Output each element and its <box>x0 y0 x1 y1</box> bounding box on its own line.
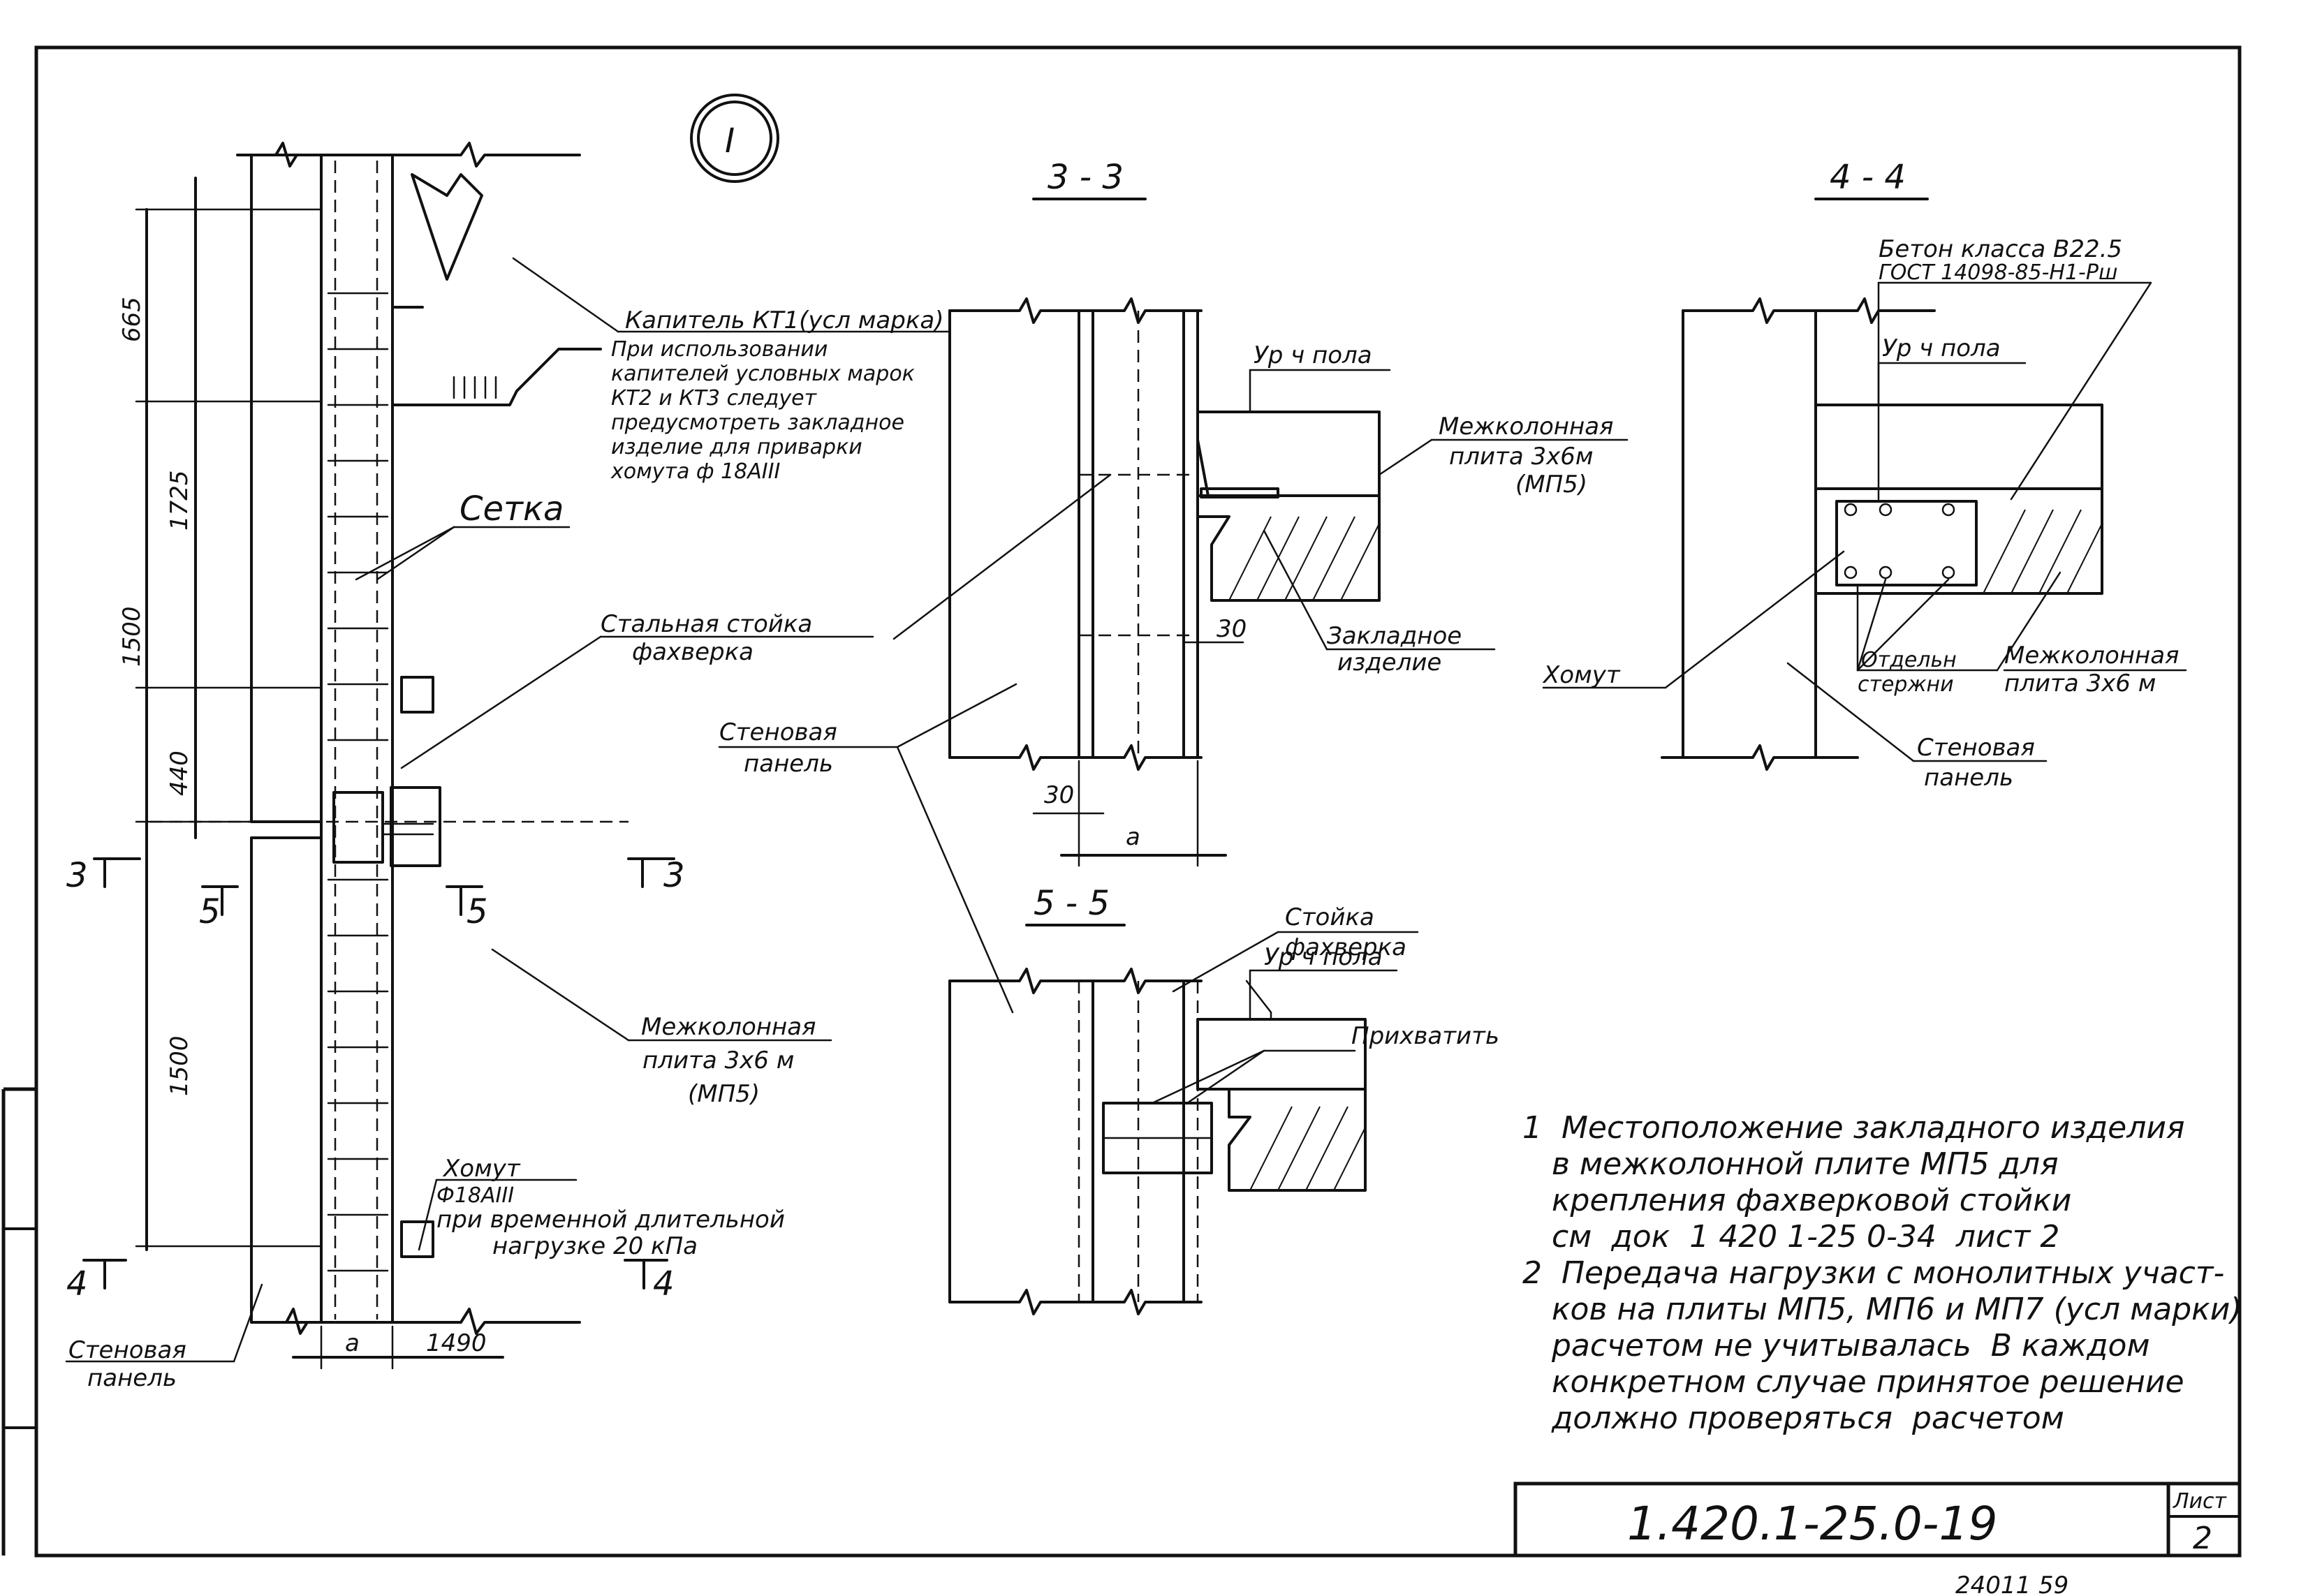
dim-1725: 1725 <box>166 470 193 531</box>
dim-440: 440 <box>166 751 193 796</box>
label-zaklad-2: изделие <box>1337 649 1441 677</box>
dim-a-main: а <box>345 1329 360 1357</box>
label-mezhkol-33-1: Межколонная <box>1439 413 1614 441</box>
label-homut-4: нагрузке 20 кПа <box>492 1232 698 1260</box>
dim-1500-b: 1500 <box>166 1035 193 1096</box>
section-5-5: 5 - 5 Стойка фахверк <box>948 884 1499 1315</box>
label-homut-3: при временной длительной <box>436 1206 785 1234</box>
label-stenovaya-2: панель <box>744 750 833 778</box>
label-stoika-2: фахверка <box>632 638 754 666</box>
label-mezhkol-main-1: Межколонная <box>641 1013 816 1041</box>
section-33-title: 3 - 3 <box>1048 158 1124 197</box>
cut-4-left: 4 <box>66 1264 88 1303</box>
label-beton-2: ГОСТ 14098-85-Н1-Рш <box>1879 260 2117 285</box>
sheet-number: 2 <box>2193 1521 2212 1556</box>
label-otdel-2: стержни <box>1858 672 1954 697</box>
svg-text:изделие для приварки: изделие для приварки <box>611 435 862 459</box>
node-mark: I <box>725 121 735 161</box>
dim-1490: 1490 <box>426 1329 487 1357</box>
label-homut-2: Ф18АIII <box>436 1183 514 1208</box>
footer-code: 24011 59 <box>1955 1572 2068 1596</box>
label-stoika-55-1: Стойка <box>1285 903 1374 931</box>
label-stenovaya-bottom-2: панель <box>87 1364 177 1392</box>
note-line-9: должно проверяться расчетом <box>1522 1401 2064 1436</box>
svg-text:КТ2 и КТ3 следует: КТ2 и КТ3 следует <box>611 386 818 411</box>
svg-text:предусмотреть закладное: предусмотреть закладное <box>611 411 904 435</box>
dim-30-b: 30 <box>1217 615 1247 643</box>
cut-marks: 3 3 5 5 4 4 <box>66 856 685 1303</box>
label-setka: Сетка <box>460 489 564 529</box>
label-stenovaya-44-2: панель <box>1924 764 2013 792</box>
general-notes: 1 Местоположение закладного изделия в ме… <box>1522 1110 2242 1436</box>
label-zaklad-1: Закладное <box>1327 622 1462 650</box>
label-ur-pola-33: Ур ч пола <box>1254 341 1372 369</box>
label-stenovaya-bottom-1: Стеновая <box>68 1336 186 1364</box>
main-elevation: I <box>65 94 951 1392</box>
dim-665: 665 <box>118 297 146 342</box>
label-mezhkol-33-2: плита 3х6м <box>1449 443 1594 471</box>
dim-1500-a: 1500 <box>118 606 146 667</box>
label-stenovaya-1: Стеновая <box>719 718 837 746</box>
cut-3-left: 3 <box>66 856 88 895</box>
label-prihvatit: Прихватить <box>1351 1022 1499 1050</box>
sheet-designation: 1.420.1-25.0-19 <box>1627 1497 1997 1551</box>
note-line-1: 1 Местоположение закладного изделия <box>1522 1110 2184 1146</box>
kapitel-note: При использовании капителей условных мар… <box>610 337 915 484</box>
svg-text:При использовании: При использовании <box>611 337 828 362</box>
note-line-3: крепления фахверковой стойки <box>1522 1183 2071 1218</box>
label-homut-1: Хомут <box>442 1155 521 1183</box>
label-mezhkol-33-3: (МП5) <box>1515 471 1587 498</box>
label-mezhkol-main-3: (МП5) <box>688 1080 760 1108</box>
title-block: 1.420.1-25.0-19 Лист 2 24011 59 <box>1513 1482 2242 1596</box>
label-mezhkol-44-1: Межколонная <box>2004 642 2180 670</box>
sheet-frame <box>1 45 2242 1558</box>
label-stenovaya-44-1: Стеновая <box>1917 734 2035 762</box>
svg-text:капителей условных марок: капителей условных марок <box>611 362 915 386</box>
label-mezhkol-main-2: плита 3х6 м <box>642 1047 794 1074</box>
label-homut-44: Хомут <box>1542 661 1621 689</box>
section-3-3: 3 - 3 Ур ч пола а 30 <box>718 158 1629 1014</box>
section-44-title: 4 - 4 <box>1830 158 1906 197</box>
cut-5-left: 5 <box>199 892 221 931</box>
label-ur-pola-55: Ур ч пола <box>1264 943 1383 971</box>
svg-text:хомута ф 18АIII: хомута ф 18АIII <box>610 459 780 484</box>
dim-a-33: а <box>1126 823 1140 851</box>
label-mezhkol-44-2: плита 3х6 м <box>2004 670 2156 697</box>
note-line-2: в межколонной плите МП5 для <box>1522 1146 2059 1182</box>
note-line-8: конкретном случае принятое решение <box>1522 1364 2184 1400</box>
sheet-label: Лист <box>2173 1489 2228 1514</box>
section-4-4: 4 - 4 Ур ч пола Бетон класса В22.5 ГОСТ … <box>1542 158 2187 792</box>
label-beton-1: Бетон класса В22.5 <box>1879 235 2122 263</box>
cut-5-right: 5 <box>466 892 488 931</box>
label-otdel-1: Отдельн <box>1861 648 1957 672</box>
note-line-6: ков на плиты МП5, МП6 и МП7 (усл марки) <box>1522 1292 2242 1327</box>
note-line-7: расчетом не учитывалась В каждом <box>1522 1328 2150 1364</box>
note-line-5: 2 Передача нагрузки с монолитных участ- <box>1522 1255 2224 1291</box>
section-55-title: 5 - 5 <box>1034 884 1110 923</box>
cut-4-right: 4 <box>653 1264 675 1303</box>
label-kapitel: Капитель КТ1(усл марка) <box>625 306 943 334</box>
dim-30-a: 30 <box>1044 781 1074 809</box>
note-line-4: см док 1 420 1-25 0-34 лист 2 <box>1522 1219 2059 1255</box>
label-stoika-1: Стальная стойка <box>601 610 812 638</box>
cut-3-right: 3 <box>663 856 685 895</box>
label-ur-pola-44: Ур ч пола <box>1882 334 2001 362</box>
label-stoika-55-2: фахверка <box>1285 933 1406 961</box>
